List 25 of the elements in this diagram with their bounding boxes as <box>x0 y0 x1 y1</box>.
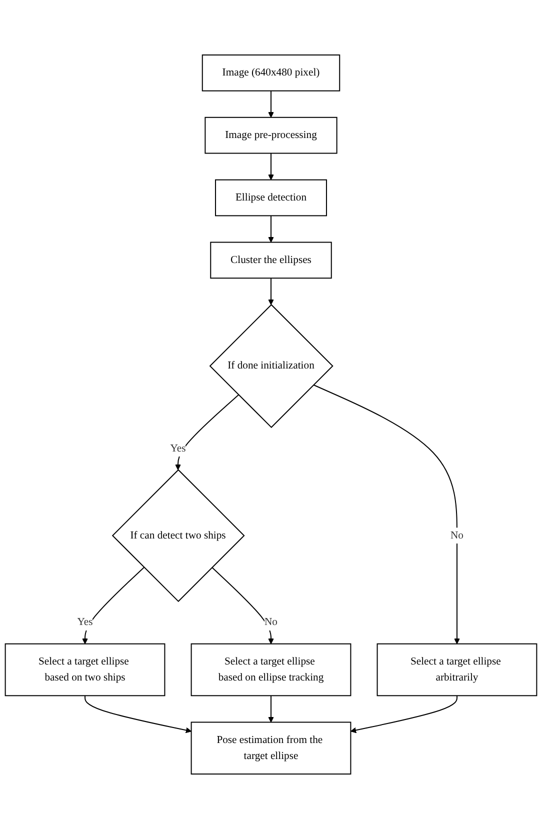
arrow <box>84 695 192 734</box>
edge-label: No <box>450 530 464 541</box>
arrow <box>268 90 274 118</box>
node-box: Image (640x480 pixel) <box>202 54 340 92</box>
edge-label: Yes <box>170 442 186 454</box>
arrow <box>312 384 460 644</box>
arrow <box>211 566 274 644</box>
node-box: Cluster the ellipses <box>210 242 332 279</box>
node-box: Image pre-processing <box>204 116 338 154</box>
arrow <box>82 566 145 644</box>
arrow <box>268 215 274 243</box>
node-box: Select a target ellipse arbitrarily <box>376 643 538 696</box>
node-box: Ellipse detection <box>215 179 327 216</box>
arrow <box>175 394 240 470</box>
edge-label: No <box>264 616 278 628</box>
node-diamond: If can detect two ships <box>112 469 245 602</box>
arrow <box>350 695 458 734</box>
arrow <box>268 278 274 305</box>
arrow <box>268 152 274 180</box>
node-box: Select a target ellipse based on two ships <box>4 643 166 696</box>
node-box: Pose estimation from the target ellipse <box>190 722 352 775</box>
arrow <box>268 695 274 722</box>
edge-label: Yes <box>77 616 93 628</box>
node-box: Select a target ellipse based on ellipse tracking <box>190 643 352 696</box>
node-diamond: If done initialization <box>209 304 334 428</box>
